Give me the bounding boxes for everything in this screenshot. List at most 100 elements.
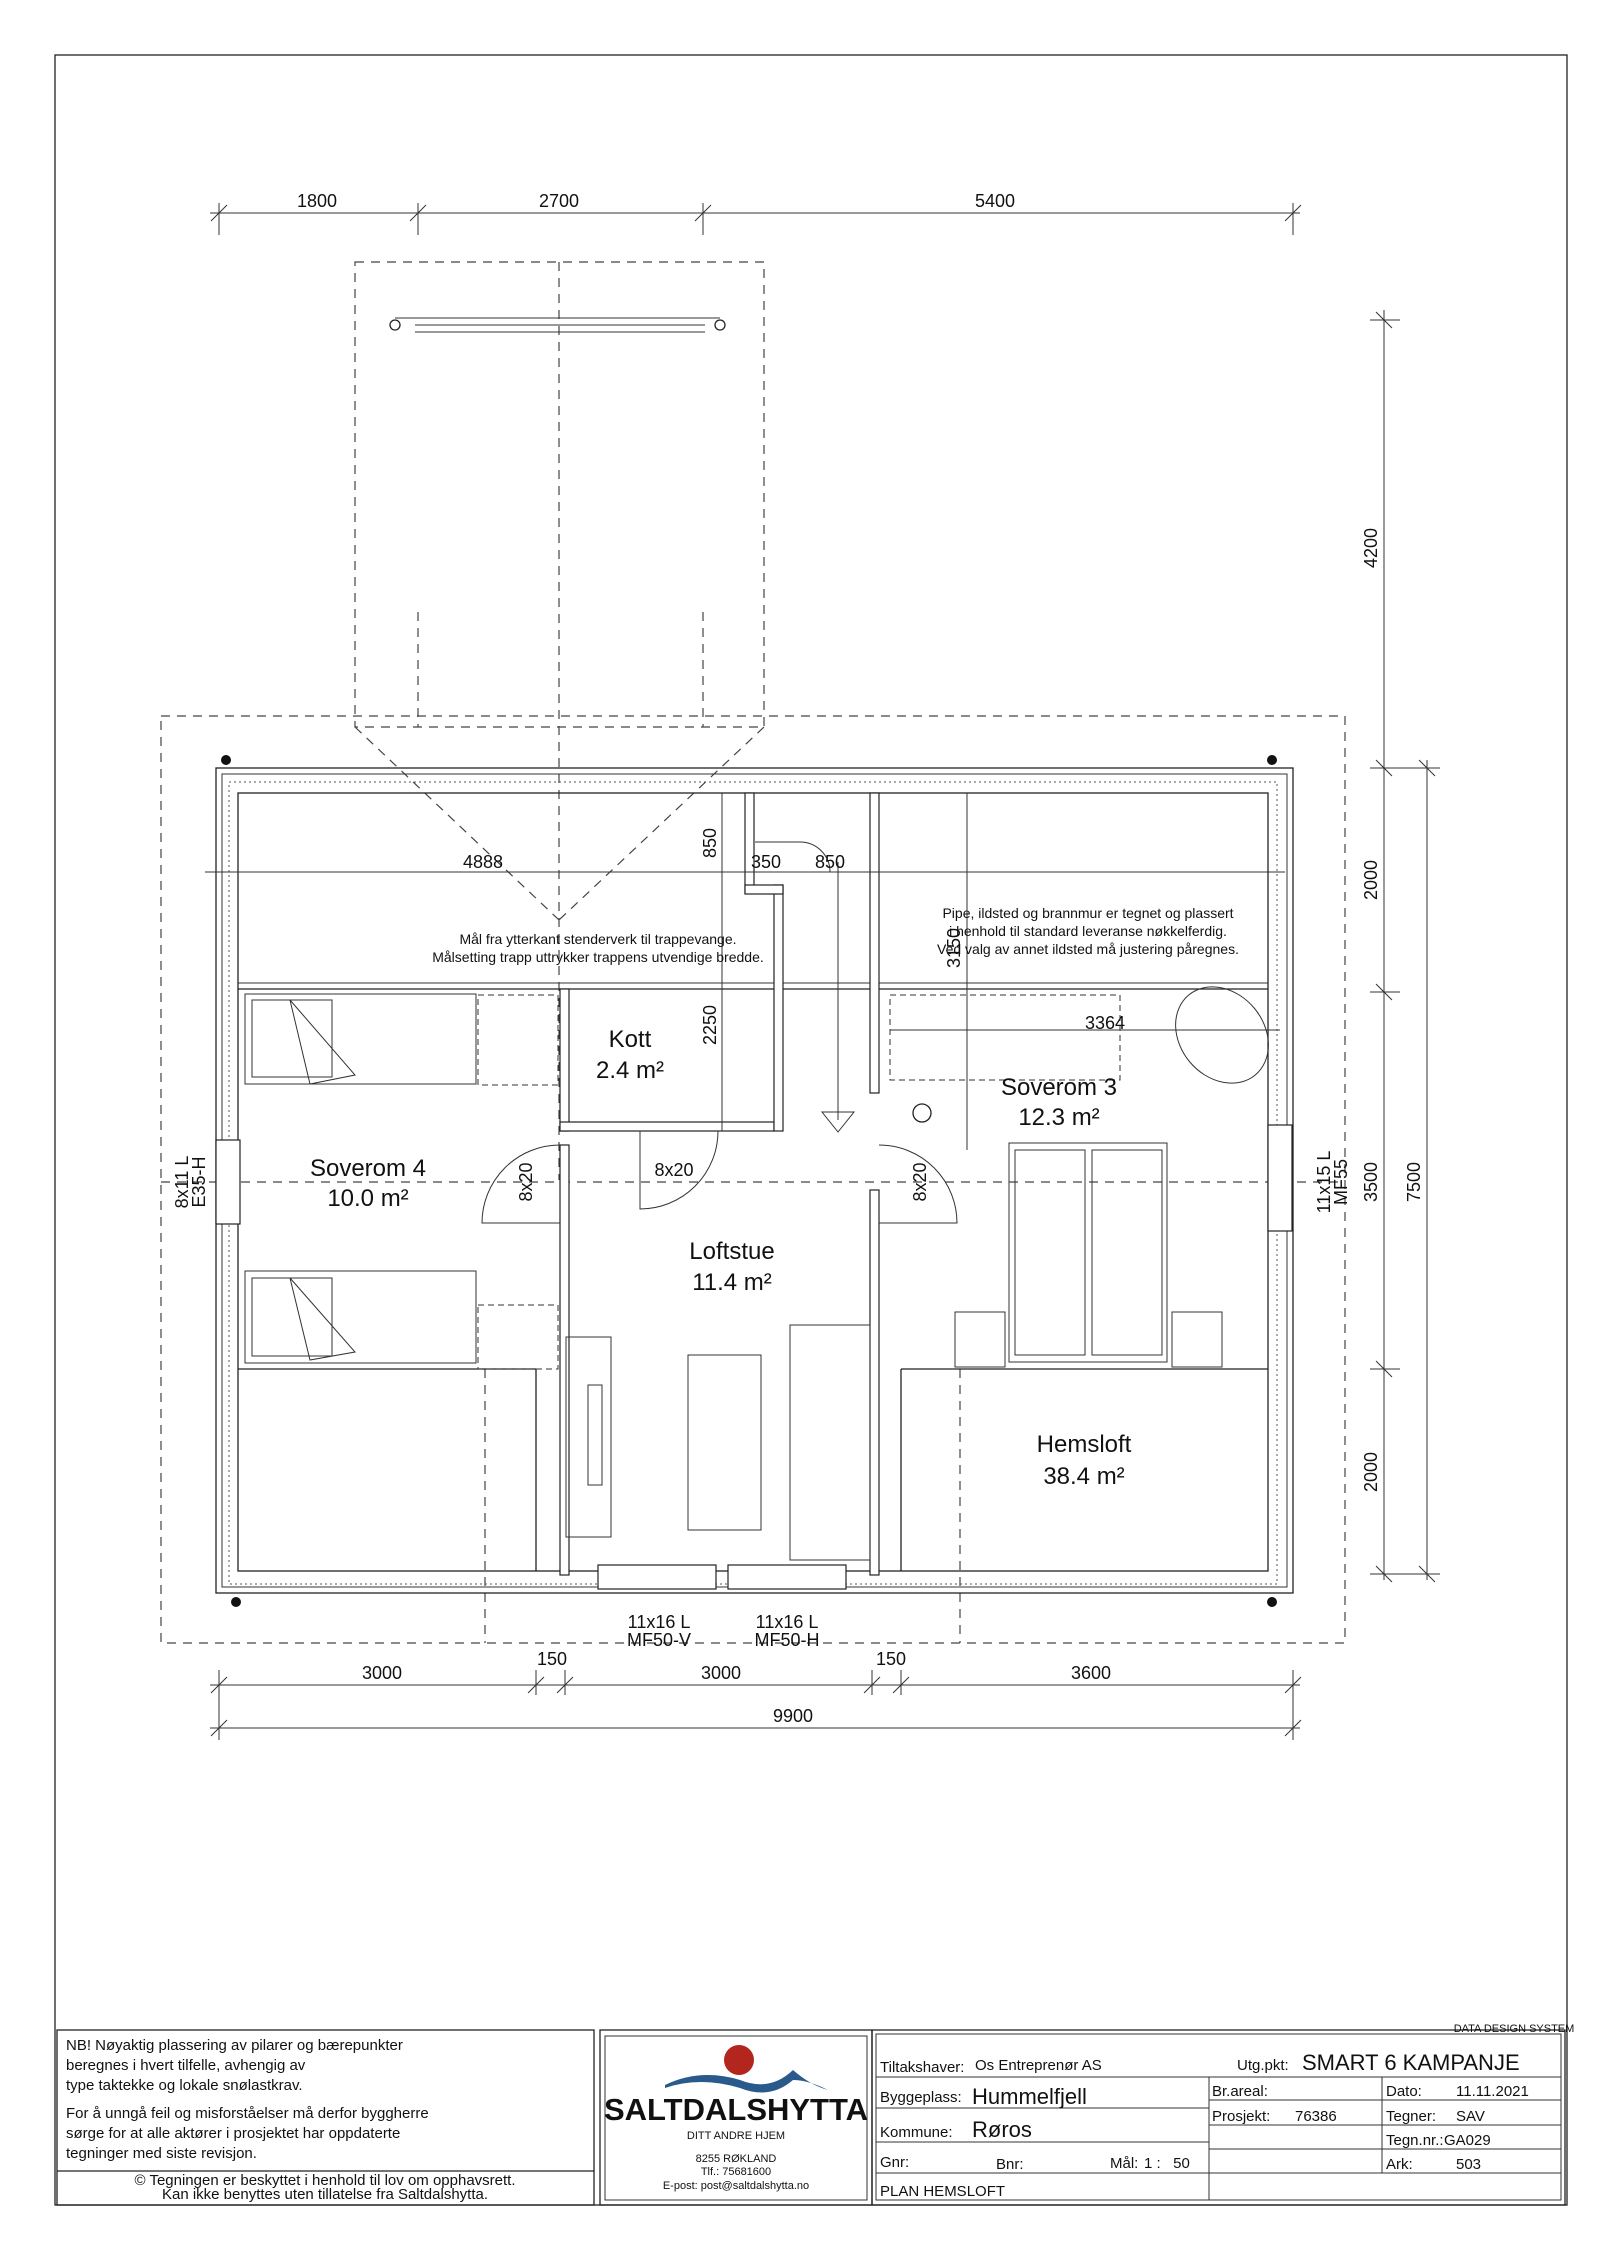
dim-bottom-9900: 9900 <box>773 1706 813 1726</box>
window-label-bottom-left: 11x16 L <box>628 1612 691 1632</box>
dim-850-vertical: 850 <box>700 828 720 858</box>
tegner-label: Tegner: <box>1386 2108 1436 2125</box>
prosjekt-value: 76386 <box>1295 2108 1337 2125</box>
disclaimer-line: NB! Nøyaktig plassering av pilarer og bæ… <box>66 2037 403 2054</box>
room-area-soverom4: 10.0 m² <box>327 1185 408 1212</box>
dim-2250: 2250 <box>700 1005 720 1045</box>
double-bed <box>954 1142 1223 1368</box>
copyright-line: Kan ikke benyttes uten tillatelse fra Sa… <box>162 2186 488 2203</box>
dim-top-2700: 2700 <box>539 191 579 211</box>
logo-tagline: DITT ANDRE HJEM <box>687 2130 785 2142</box>
copyright-line: © Tegningen er beskyttet i henhold til l… <box>135 2172 516 2189</box>
dim-bottom-150: 150 <box>537 1649 567 1669</box>
bottom-dimension-line <box>210 1670 1302 1740</box>
loftstue-furniture <box>565 1324 871 1561</box>
window-right[interactable] <box>1267 1124 1293 1232</box>
room-area-soverom3: 12.3 m² <box>1018 1104 1099 1131</box>
stair-projection <box>354 261 765 1180</box>
disclaimer-line: For å unngå feil og misforståelser må de… <box>66 2105 429 2122</box>
maal-value: 1 : 50 <box>1144 2155 1190 2172</box>
tegner-value: SAV <box>1456 2108 1485 2125</box>
maal-label: Mål: <box>1110 2155 1138 2172</box>
stair-note: Mål fra ytterkant stenderverk til trappe… <box>459 931 736 947</box>
dim-top-1800: 1800 <box>297 191 337 211</box>
stair-note: Målsetting trapp uttrykker trappens utve… <box>432 949 764 965</box>
ark-label: Ark: <box>1386 2156 1413 2173</box>
company-logo-box: SALTDALSHYTTA DITT ANDRE HJEM 8255 RØKLA… <box>599 2029 873 2206</box>
tiltakshaver-label: Tiltakshaver: <box>880 2059 964 2076</box>
room-area-loftstue: 11.4 m² <box>692 1269 772 1296</box>
dim-3150: 3150 <box>944 928 964 968</box>
logo-wave <box>665 2070 828 2093</box>
byggeplass-label: Byggeplass: <box>880 2089 962 2106</box>
window-bottom-right[interactable] <box>727 1564 847 1590</box>
dato-label: Dato: <box>1386 2083 1422 2100</box>
door-soverom4[interactable] <box>481 1144 561 1224</box>
dim-4888: 4888 <box>463 852 503 872</box>
vendor-label: DATA DESIGN SYSTEM <box>1454 2023 1575 2035</box>
utgpkt-label: Utg.pkt: <box>1237 2057 1289 2074</box>
room-name-hemsloft: Hemsloft <box>1037 1431 1132 1458</box>
gnr-label: Gnr: <box>880 2154 909 2171</box>
chimney-pipe <box>912 1103 932 1123</box>
ark-value: 503 <box>1456 2156 1481 2173</box>
dim-350: 350 <box>751 852 781 872</box>
right-dimension-line <box>1370 310 1440 1583</box>
brareal-label: Br.areal: <box>1212 2083 1268 2100</box>
wardrobe-soverom4 <box>477 994 559 1370</box>
room-area-kott: 2.4 m² <box>596 1057 664 1084</box>
room-area-hemsloft: 38.4 m² <box>1043 1463 1124 1490</box>
logo-sun <box>724 2045 754 2075</box>
dim-bottom-3000b: 3000 <box>701 1663 741 1683</box>
disclaimer-line: type taktekke og lokale snølastkrav. <box>66 2077 303 2094</box>
stair-arrow <box>755 841 856 1133</box>
window-label-bottom-left: MF50-V <box>627 1630 691 1650</box>
dim-bottom-3000: 3000 <box>362 1663 402 1683</box>
door-label: 8x20 <box>654 1160 693 1180</box>
roof-overhang-outline <box>160 715 1346 1644</box>
tegnnr-label: Tegn.nr.: <box>1386 2132 1444 2149</box>
dim-right-7500: 7500 <box>1404 1162 1424 1202</box>
kommune-label: Kommune: <box>880 2124 953 2141</box>
disclaimer-line: beregnes i hvert tilfelle, avhengig av <box>66 2057 306 2074</box>
dim-bottom-3600: 3600 <box>1071 1663 1111 1683</box>
dim-right-4200: 4200 <box>1361 528 1381 568</box>
dim-3364: 3364 <box>1085 1013 1125 1033</box>
logo-email: E-post: post@saltdalshytta.no <box>663 2180 809 2192</box>
dim-right-2000b: 2000 <box>1361 1452 1381 1492</box>
chimney-note: Ved valg av annet ildsted må justering p… <box>937 941 1239 957</box>
logo-phone: Tlf.: 75681600 <box>701 2166 771 2178</box>
bnr-label: Bnr: <box>996 2156 1024 2173</box>
window-bottom-left[interactable] <box>597 1564 717 1590</box>
dim-850: 850 <box>815 852 845 872</box>
kommune-value: Røros <box>972 2117 1032 2142</box>
bed-top-left <box>244 993 477 1085</box>
window-label-left: 8x11 L <box>172 1156 192 1209</box>
chimney-note: i henhold til standard leveranse nøkkelf… <box>949 923 1227 939</box>
dim-right-3500: 3500 <box>1361 1162 1381 1202</box>
internal-dimensions <box>205 793 1285 1150</box>
utgpkt-value: SMART 6 KAMPANJE <box>1302 2050 1520 2075</box>
dato-value: 11.11.2021 <box>1456 2083 1529 2100</box>
dim-right-2000: 2000 <box>1361 860 1381 900</box>
byggeplass-value: Hummelfjell <box>972 2084 1087 2109</box>
door-kott[interactable] <box>639 1130 719 1210</box>
door-soverom3[interactable] <box>878 1144 958 1224</box>
title-table: DATA DESIGN SYSTEM Tiltakshaver: Os Entr… <box>871 2023 1575 2206</box>
chimney-note: Pipe, ildsted og brannmur er tegnet og p… <box>942 905 1233 921</box>
tegnnr-value: GA029 <box>1444 2132 1491 2149</box>
window-left[interactable] <box>215 1139 241 1225</box>
window-label-right: MF55 <box>1331 1159 1351 1205</box>
door-label: 8x20 <box>516 1162 536 1201</box>
dim-top-5400: 5400 <box>975 191 1015 211</box>
top-dimension-line: 1800 2700 5400 <box>210 191 1302 235</box>
prosjekt-label: Prosjekt: <box>1212 2108 1270 2125</box>
room-name-kott: Kott <box>609 1026 652 1053</box>
logo-address: 8255 RØKLAND <box>696 2153 777 2165</box>
logo-name: SALTDALSHYTTA <box>604 2092 868 2127</box>
window-label-left: E35-H <box>189 1156 209 1207</box>
tiltakshaver-value: Os Entreprenør AS <box>975 2057 1102 2074</box>
disclaimer-line: tegninger med siste revisjon. <box>66 2145 257 2162</box>
interior-walls <box>238 792 1268 1576</box>
